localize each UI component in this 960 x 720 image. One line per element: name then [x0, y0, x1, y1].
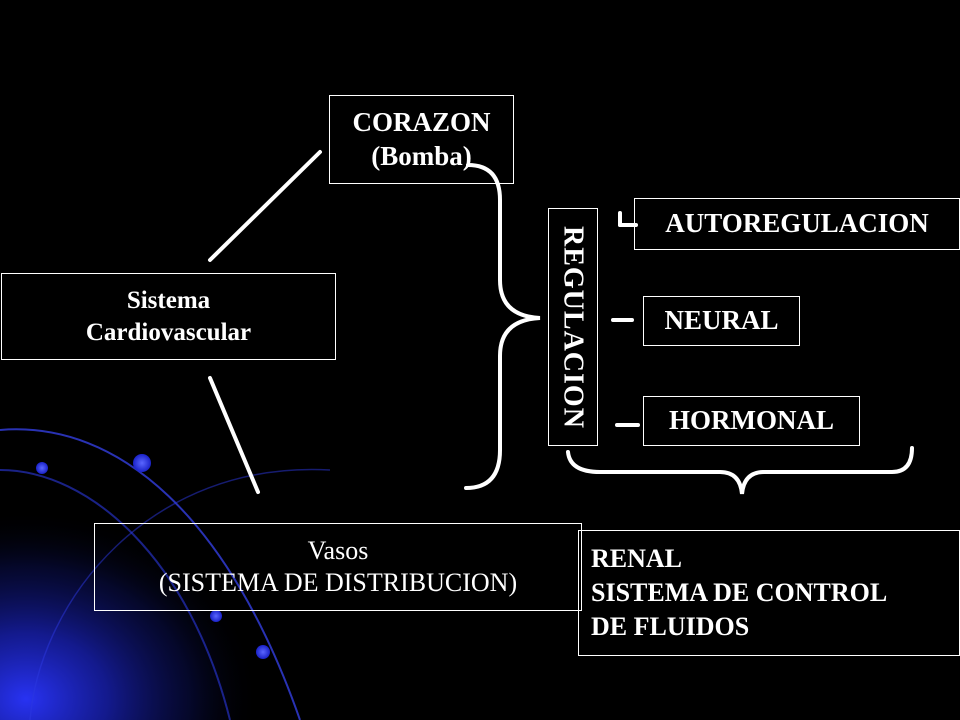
autoregulacion-box: AUTOREGULACION [634, 198, 960, 250]
corazon-box: CORAZON (Bomba) [329, 95, 514, 184]
vasos-subtitle: (SISTEMA DE DISTRIBUCION) [158, 568, 518, 597]
decor-dot [36, 462, 48, 474]
neural-box: NEURAL [643, 296, 800, 346]
vasos-box: Vasos (SISTEMA DE DISTRIBUCION) [94, 523, 582, 611]
renal-line2: SISTEMA DE CONTROL [591, 578, 888, 608]
sistema-line2: Cardiovascular [85, 318, 252, 346]
decor-dot [210, 610, 222, 622]
hormonal-box: HORMONAL [643, 396, 860, 446]
corazon-title: CORAZON [352, 106, 491, 137]
autoregulacion-label: AUTOREGULACION [665, 208, 929, 239]
sistema-cardiovascular-box: Sistema Cardiovascular [1, 273, 336, 360]
renal-line1: RENAL [591, 544, 683, 574]
regulacion-box: REGULACION [548, 208, 598, 446]
sistema-line1: Sistema [126, 287, 211, 315]
neural-label: NEURAL [664, 305, 779, 336]
decor-dot [133, 454, 151, 472]
hormonal-label: HORMONAL [669, 405, 834, 436]
decor-dot [256, 645, 270, 659]
renal-box: RENAL SISTEMA DE CONTROL DE FLUIDOS [578, 530, 960, 656]
regulacion-label: REGULACION [557, 225, 589, 429]
renal-line3: DE FLUIDOS [591, 611, 750, 641]
vasos-title: Vasos [307, 535, 369, 565]
corazon-subtitle: (Bomba) [371, 140, 472, 171]
